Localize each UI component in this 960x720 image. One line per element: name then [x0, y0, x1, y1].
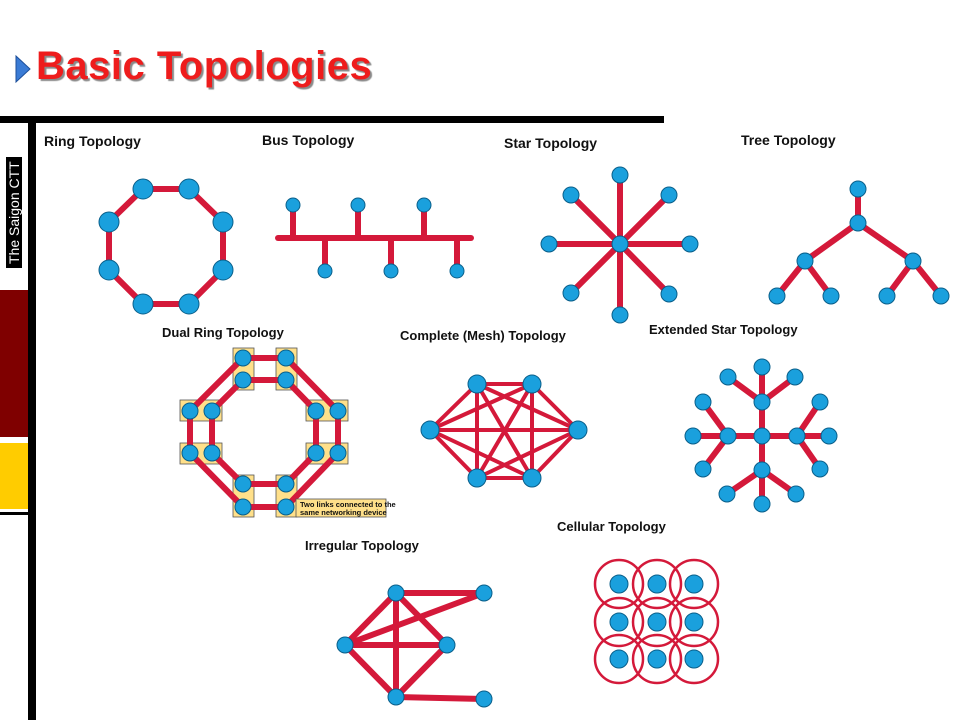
ring-topology	[98, 178, 234, 315]
mesh-topology	[420, 374, 588, 488]
tree-topology	[768, 180, 950, 305]
star-topology-label: Star Topology	[504, 135, 597, 151]
cellular-topology	[593, 558, 720, 685]
sidebar-bar	[28, 123, 36, 720]
dual-ring-topology: Two links connected to the same networki…	[179, 347, 396, 518]
irregular-topology	[336, 584, 493, 708]
bus-topology-label: Bus Topology	[262, 132, 354, 148]
header-divider	[0, 116, 664, 123]
irregular-topology-label: Irregular Topology	[305, 538, 420, 553]
cellular-topology-label: Cellular Topology	[557, 519, 667, 534]
bus-topology	[275, 197, 474, 279]
sidebar-line	[0, 512, 28, 515]
title-bullet-icon	[15, 54, 31, 84]
dual-ring-note-line-2: same networking device	[300, 508, 387, 517]
dual-ring-note-box	[295, 498, 387, 518]
sidebar-separator	[0, 437, 28, 441]
ring-topology-label: Ring Topology	[44, 133, 141, 149]
star-topology	[540, 166, 699, 324]
slide-title: Basic Topologies	[36, 44, 373, 88]
tree-topology-label: Tree Topology	[741, 132, 836, 148]
extended-star-topology-label: Extended Star Topology	[649, 322, 798, 337]
sidebar-block-yellow	[0, 443, 28, 509]
dual-ring-topology-label: Dual Ring Topology	[162, 325, 285, 340]
mesh-topology-label: Complete (Mesh) Topology	[400, 328, 567, 343]
extended-star-topology	[684, 358, 838, 513]
dual-ring-note-line-1: Two links connected to the	[300, 500, 396, 509]
sidebar-block-red	[0, 290, 28, 437]
